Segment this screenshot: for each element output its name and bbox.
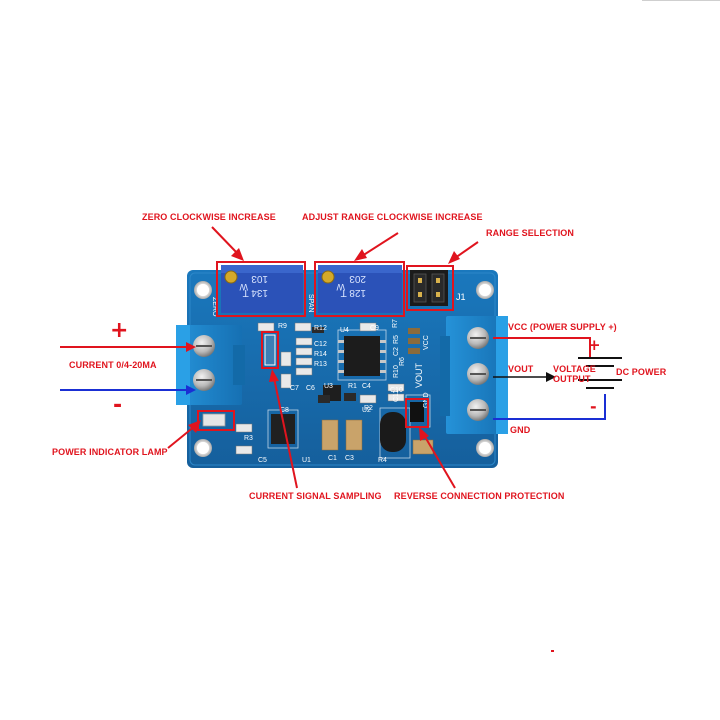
- input-plus-sign: +: [110, 318, 129, 343]
- protection-diode: [410, 402, 424, 422]
- range-selection-label: RANGE SELECTION: [486, 228, 575, 238]
- output-terminal-block: [440, 316, 508, 434]
- zero-silk: ZERO: [211, 297, 218, 317]
- dc-power-label: DC POWER: [616, 367, 667, 377]
- battery-symbol: [578, 357, 622, 389]
- span-potentiometer: 203 128 T W: [318, 265, 402, 313]
- span-highlight: [314, 261, 405, 317]
- red-dot: [551, 650, 554, 652]
- smd-parts: [202, 322, 424, 455]
- battery-plus: +: [588, 336, 601, 354]
- silk-ref-r13: R13: [314, 361, 327, 368]
- zero-pot-code: 103: [251, 273, 268, 284]
- vcc-label: VCC (POWER SUPPLY +): [508, 322, 617, 332]
- silk-ref-c2: C2: [393, 347, 400, 356]
- silk-ref-r9: R9: [278, 323, 287, 330]
- silk-ref-c4: C4: [362, 383, 371, 390]
- gnd-wire: [493, 394, 606, 420]
- zero-pot-sub: 134 T: [243, 287, 268, 298]
- zero-label: ZERO CLOCKWISE INCREASE: [142, 212, 276, 222]
- span-pot-w: W: [336, 282, 345, 292]
- voltage-output-label: VOLTAGE OUTPUT: [553, 364, 596, 384]
- silk-ref-vout: VOUT: [414, 362, 424, 388]
- silk-ref-r5: R5: [393, 335, 400, 344]
- silk-ref-vcc: VCC: [423, 335, 430, 350]
- zero-highlight: [216, 261, 306, 317]
- sampling-label: CURRENT SIGNAL SAMPLING: [249, 491, 382, 501]
- input-minus-sign: -: [113, 393, 123, 418]
- silk-ref-c7: C7: [290, 385, 299, 392]
- silk-ref-r2: R2: [364, 405, 373, 412]
- gnd-label: GND: [510, 425, 531, 435]
- reverse-highlight: [405, 398, 429, 428]
- sampling-highlight: [261, 331, 279, 369]
- silk-ref-u1: U1: [302, 457, 311, 464]
- power-lamp-label: POWER INDICATOR LAMP: [52, 447, 168, 457]
- current-input-label: CURRENT 0/4-20MA: [69, 360, 157, 370]
- silk-ref-r14: R14: [314, 351, 327, 358]
- zero-pot-w: W: [239, 282, 248, 292]
- silk-ref-c9: C9: [370, 325, 379, 332]
- silk-ref-c10: C10: [390, 387, 403, 394]
- output-wires: [493, 337, 606, 420]
- corner-line: [642, 0, 720, 1]
- silk-ref-c12: C12: [314, 341, 327, 348]
- silk-ref-c3: C3: [345, 455, 354, 462]
- silk-ref-r6: R6: [399, 357, 406, 366]
- span-pot-code: 203: [349, 273, 366, 284]
- silk-ref-r10: R10: [393, 365, 400, 378]
- annotation-arrows: [167, 226, 479, 489]
- range-highlight: [406, 265, 454, 311]
- ic-u4: [338, 336, 386, 376]
- reverse-label: REVERSE CONNECTION PROTECTION: [394, 491, 565, 501]
- silk-ref-r7: R7: [392, 319, 399, 328]
- span-pot-sub: 128 T: [341, 287, 366, 298]
- ic-u2-transistor: [380, 412, 406, 452]
- silk-ref-u2: U2: [362, 407, 371, 414]
- power-led: [202, 413, 226, 427]
- silk-ref-gnd: GND: [423, 392, 430, 408]
- battery-minus: -: [590, 397, 597, 416]
- silk-ref-r12: R12: [314, 325, 327, 332]
- zero-potentiometer: 103 134 T W: [221, 265, 303, 313]
- silk-ref-c6: C6: [306, 385, 315, 392]
- j1-silk: J1: [456, 292, 466, 302]
- silk-ref-r3: R3: [244, 435, 253, 442]
- silk-ref-u4: U4: [340, 327, 349, 334]
- silk-ref-r1: R1: [348, 383, 357, 390]
- silk-ref-c5: C5: [258, 457, 267, 464]
- silk-ref-c1: C1: [328, 455, 337, 462]
- vout-label: VOUT: [508, 364, 534, 374]
- range-jumper: J1: [410, 270, 466, 306]
- highlight-boxes: [197, 261, 454, 431]
- silk-ref-u3: U3: [324, 383, 333, 390]
- power-lamp-highlight: [197, 410, 235, 431]
- span-silk: SPAN: [307, 294, 314, 313]
- silk-ref-r4: R4: [378, 457, 387, 464]
- silk-ref-c8: C8: [280, 407, 289, 414]
- silk-ref-c11: C11: [393, 390, 400, 402]
- sampling-resistor: [264, 334, 276, 366]
- span-label: ADJUST RANGE CLOCKWISE INCREASE: [302, 212, 483, 222]
- vcc-wire: [493, 337, 591, 358]
- input-wires: [60, 342, 196, 395]
